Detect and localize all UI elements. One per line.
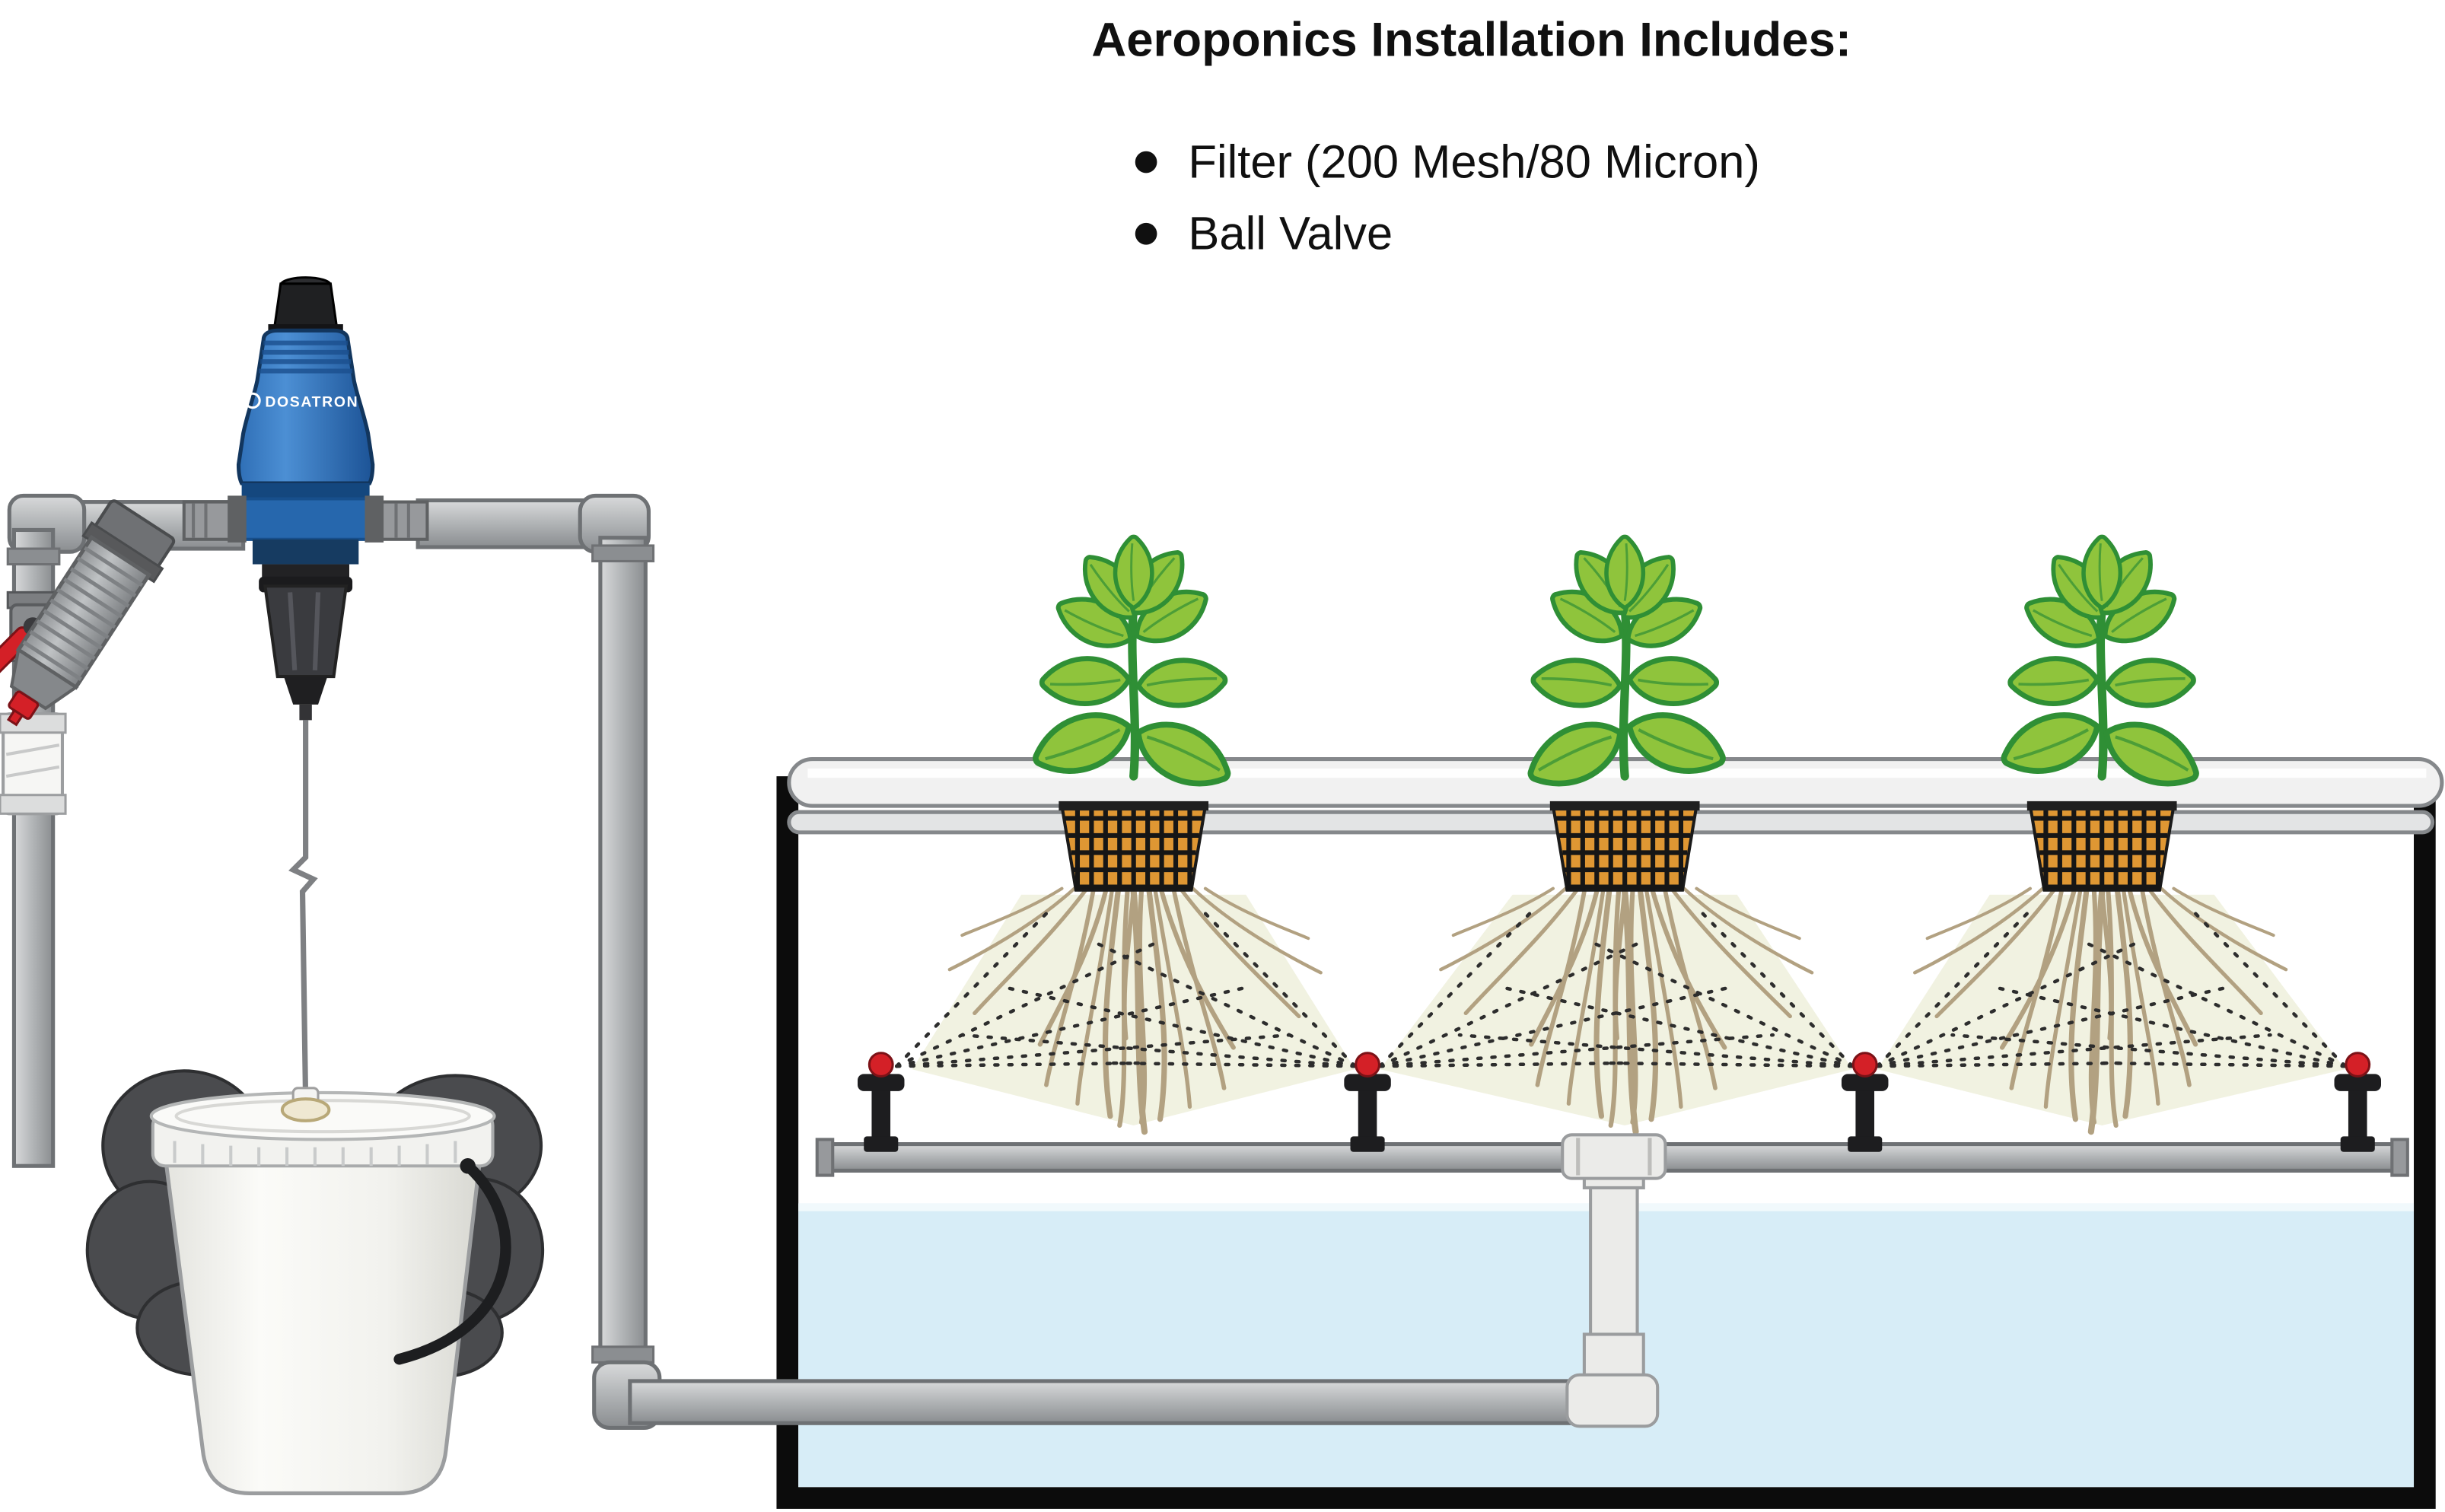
tee-fitting — [1561, 1133, 1667, 1180]
plant — [1520, 536, 1730, 799]
supply-piping — [6, 493, 1660, 1430]
pump-brand-label: DOSATRON — [265, 394, 358, 411]
inline-filter — [6, 499, 176, 727]
bucket-lid — [149, 1090, 496, 1168]
pump-inlet-connector — [182, 495, 247, 543]
pvc-elbow — [1565, 1373, 1660, 1428]
dosatron-injector-pump: DOSATRON — [182, 276, 429, 721]
page-title: Aeroponics Installation Includes: — [1091, 14, 1851, 67]
stock-solution-bucket — [149, 1087, 511, 1495]
union-fitting — [0, 712, 67, 816]
pump-outlet-connector — [365, 495, 429, 543]
bullet-item-filter: Filter (200 Mesh/80 Micron) — [1188, 136, 1759, 189]
bucket-handle — [393, 1160, 511, 1365]
supply-pipe-bottom — [628, 1379, 1581, 1425]
filter-drain-tip — [6, 708, 24, 727]
net-pot — [1550, 801, 1700, 890]
supply-pipe-right — [598, 536, 648, 1382]
bullet-dot — [1135, 222, 1157, 245]
plant — [1027, 536, 1238, 799]
plant — [1995, 536, 2206, 799]
lid-grommet — [280, 1097, 331, 1122]
header: Aeroponics Installation Includes: Filter… — [1091, 14, 1851, 260]
bullet-dot — [1135, 151, 1157, 173]
supply-pipe-top — [415, 498, 595, 549]
suction-tube — [288, 720, 318, 1101]
net-pot — [2027, 801, 2177, 890]
bullet-item-ball-valve: Ball Valve — [1188, 208, 1393, 260]
dosatron-logo-icon — [244, 392, 261, 409]
bucket-body — [163, 1154, 483, 1495]
pump-injection-sleeve — [263, 584, 349, 679]
net-pot — [1059, 801, 1208, 890]
riser-pipe — [1589, 1170, 1639, 1348]
pump-body-lower — [232, 497, 379, 541]
bullet-list: Filter (200 Mesh/80 Micron) Ball Valve — [1135, 136, 1760, 260]
